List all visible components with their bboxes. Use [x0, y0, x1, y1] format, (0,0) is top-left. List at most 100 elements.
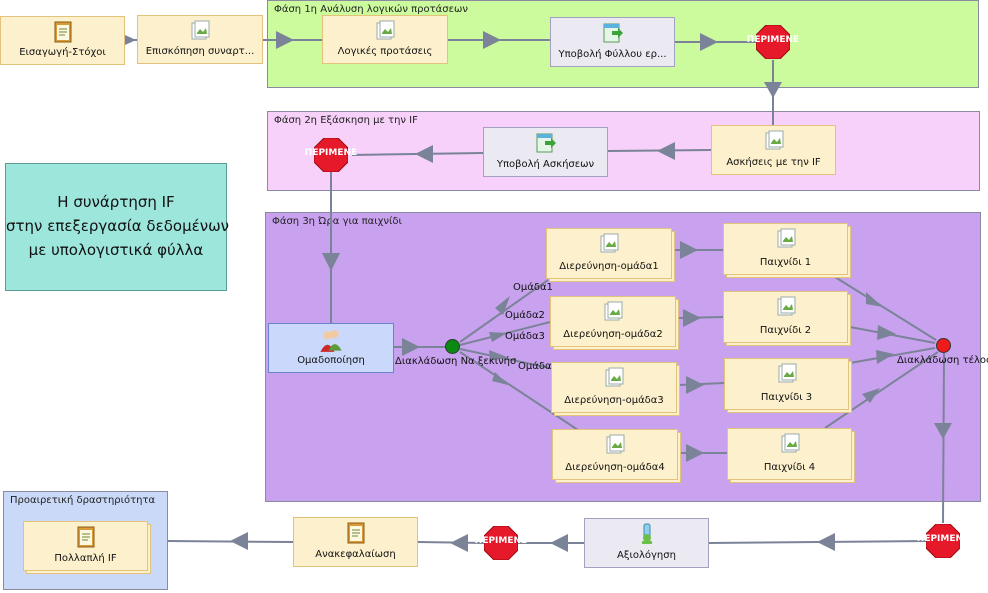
- arrowhead: [686, 444, 704, 462]
- activity-game-2[interactable]: Παιχνίδι 2: [723, 291, 848, 343]
- phase2-title: Φάση 2η Εξάσκηση με την IF: [274, 115, 418, 126]
- notepad-icon: [77, 526, 94, 548]
- resource-image-icon: [191, 20, 210, 40]
- arrowhead: [680, 241, 698, 259]
- activity-game-1[interactable]: Παιχνίδι 1: [723, 223, 848, 275]
- gateway-end[interactable]: [936, 338, 951, 353]
- activity-grouping[interactable]: Ομαδοποίηση: [268, 323, 394, 373]
- activity-explore-4-label: Διερεύνηση-ομάδα4: [565, 462, 665, 473]
- arrowhead: [402, 338, 420, 356]
- arrowhead: [876, 350, 894, 364]
- arrowhead: [483, 31, 501, 49]
- arrowhead: [322, 253, 340, 271]
- activity-intro[interactable]: Εισαγωγή-Στόχοι: [0, 16, 125, 65]
- activity-game-4[interactable]: Παιχνίδι 4: [727, 428, 852, 480]
- assessment-icon: [641, 523, 652, 544]
- activity-submit-sheet[interactable]: Υποβολή Φύλλου ερ...: [550, 17, 675, 67]
- title-line-1: Η συνάρτηση IF: [57, 193, 175, 211]
- activity-explore-4[interactable]: Διερεύνηση-ομάδα4: [552, 429, 678, 480]
- stop-gate-1[interactable]: ΠΕΡΙΜΕΝΕ: [747, 24, 799, 60]
- activity-multi-if-label: Πολλαπλή IF: [54, 553, 117, 564]
- activity-evaluation[interactable]: Αξιολόγηση: [584, 518, 709, 568]
- arrowhead: [657, 142, 675, 160]
- activity-exercises[interactable]: Ασκήσεις με την IF: [711, 125, 836, 175]
- activity-summary[interactable]: Ανακεφαλαίωση: [293, 517, 418, 567]
- activity-game-3-label: Παιχνίδι 3: [760, 392, 813, 403]
- activity-explore-3[interactable]: Διερεύνηση-ομάδα3: [551, 362, 677, 413]
- resource-image-icon: [604, 301, 623, 321]
- resource-image-icon: [600, 233, 619, 253]
- arrowhead: [866, 292, 883, 307]
- stop-gate-2-label: ΠΕΡΙΜΕΝΕ: [304, 148, 358, 158]
- branch-label-2: Ομάδα2: [505, 310, 545, 321]
- resource-image-icon: [605, 367, 624, 387]
- gateway-start[interactable]: [445, 339, 460, 354]
- stop-gate-3[interactable]: ΠΕΡΙΜΕΝΕ: [917, 523, 969, 559]
- activity-explore-3-label: Διερεύνηση-ομάδα3: [564, 395, 664, 406]
- link-branch3: [459, 348, 551, 369]
- activity-summary-label: Ανακεφαλαίωση: [315, 549, 396, 560]
- notepad-icon: [54, 21, 71, 43]
- arrowhead: [877, 325, 896, 340]
- branch-label-1: Ομάδα1: [513, 282, 553, 293]
- arrowhead: [276, 31, 294, 49]
- resource-image-icon: [606, 434, 625, 454]
- resource-image-icon: [376, 20, 395, 40]
- phase3-title: Φάση 3η Ώρα για παιχνίδι: [272, 216, 402, 227]
- activity-intro-label: Εισαγωγή-Στόχοι: [19, 47, 106, 58]
- resource-image-icon: [765, 130, 783, 150]
- stop-gate-1-label: ΠΕΡΙΜΕΝΕ: [746, 35, 800, 45]
- activity-multi-if[interactable]: Πολλαπλή IF: [23, 521, 148, 571]
- group-people-icon: [320, 329, 342, 352]
- stop-gate-4[interactable]: ΠΕΡΙΜΕΝΕ: [475, 525, 527, 561]
- activity-logical[interactable]: Λογικές προτάσεις: [322, 15, 448, 64]
- activity-explore-1[interactable]: Διερεύνηση-ομάδα1: [546, 228, 672, 279]
- resource-image-icon: [777, 228, 795, 248]
- activity-grouping-label: Ομαδοποίηση: [297, 355, 365, 366]
- branch-label-3: Ομάδα3: [505, 331, 545, 342]
- arrowhead: [125, 35, 136, 45]
- activity-evaluation-label: Αξιολόγηση: [617, 550, 676, 561]
- arrowhead: [686, 376, 704, 394]
- activity-submit-exercises-label: Υποβολή Ασκήσεων: [496, 159, 595, 170]
- activity-game-1-label: Παιχνίδι 1: [759, 257, 812, 268]
- arrowhead: [700, 33, 718, 51]
- link-branch4: [459, 351, 579, 431]
- title-line-3: με υπολογιστικά φύλλα: [28, 241, 204, 259]
- diagram-title-box: Η συνάρτηση IF στην επεξεργασία δεδομένω…: [5, 163, 230, 291]
- stop-gate-2[interactable]: ΠΕΡΙΜΕΝΕ: [305, 137, 357, 173]
- arrowhead: [450, 534, 468, 552]
- arrowhead: [489, 350, 507, 361]
- arrowhead: [934, 423, 952, 439]
- optional-title: Προαιρετική δραστηριότητα: [10, 495, 156, 506]
- stop-gate-3-label: ΠΕΡΙΜΕΝΕ: [916, 534, 970, 544]
- arrowhead: [489, 332, 507, 342]
- activity-overview[interactable]: Επισκόπηση συναρτ...: [137, 15, 263, 64]
- activity-submit-exercises[interactable]: Υποβολή Ασκήσεων: [483, 127, 608, 177]
- branch-label-4: Ομάδα4: [518, 361, 552, 372]
- activity-logical-label: Λογικές προτάσεις: [337, 46, 433, 57]
- resource-image-icon: [781, 433, 799, 453]
- gateway-end-label: Διακλάδωση τέλος: [897, 355, 988, 366]
- activity-game-4-label: Παιχνίδι 4: [763, 462, 816, 473]
- activity-explore-1-label: Διερεύνηση-ομάδα1: [559, 261, 659, 272]
- arrowhead: [683, 309, 701, 327]
- activity-submit-sheet-label: Υποβολή Φύλλου ερ...: [558, 49, 667, 60]
- arrowhead: [817, 533, 835, 551]
- gateway-start-label: Διακλάδωση Να ξεκινήσει: [395, 356, 517, 367]
- activity-explore-2[interactable]: Διερεύνηση-ομάδα2: [550, 296, 676, 347]
- resource-image-icon: [778, 363, 796, 383]
- arrowhead: [862, 388, 880, 403]
- arrowhead: [415, 145, 433, 163]
- activity-explore-2-label: Διερεύνηση-ομάδα2: [563, 329, 663, 340]
- arrowhead: [764, 82, 782, 98]
- notepad-icon: [347, 522, 364, 544]
- activity-exercises-label: Ασκήσεις με την IF: [726, 157, 821, 168]
- arrowhead: [495, 296, 510, 315]
- activity-game-3[interactable]: Παιχνίδι 3: [724, 358, 849, 410]
- link-summary-optional: [167, 540, 294, 543]
- stop-gate-4-label: ΠΕΡΙΜΕΝΕ: [474, 536, 528, 546]
- activity-game-2-label: Παιχνίδι 2: [759, 325, 812, 336]
- title-line-2: στην επεξεργασία δεδομένων: [6, 217, 230, 235]
- phase1-title: Φάση 1η Ανάλυση λογικών προτάσεων: [274, 4, 468, 15]
